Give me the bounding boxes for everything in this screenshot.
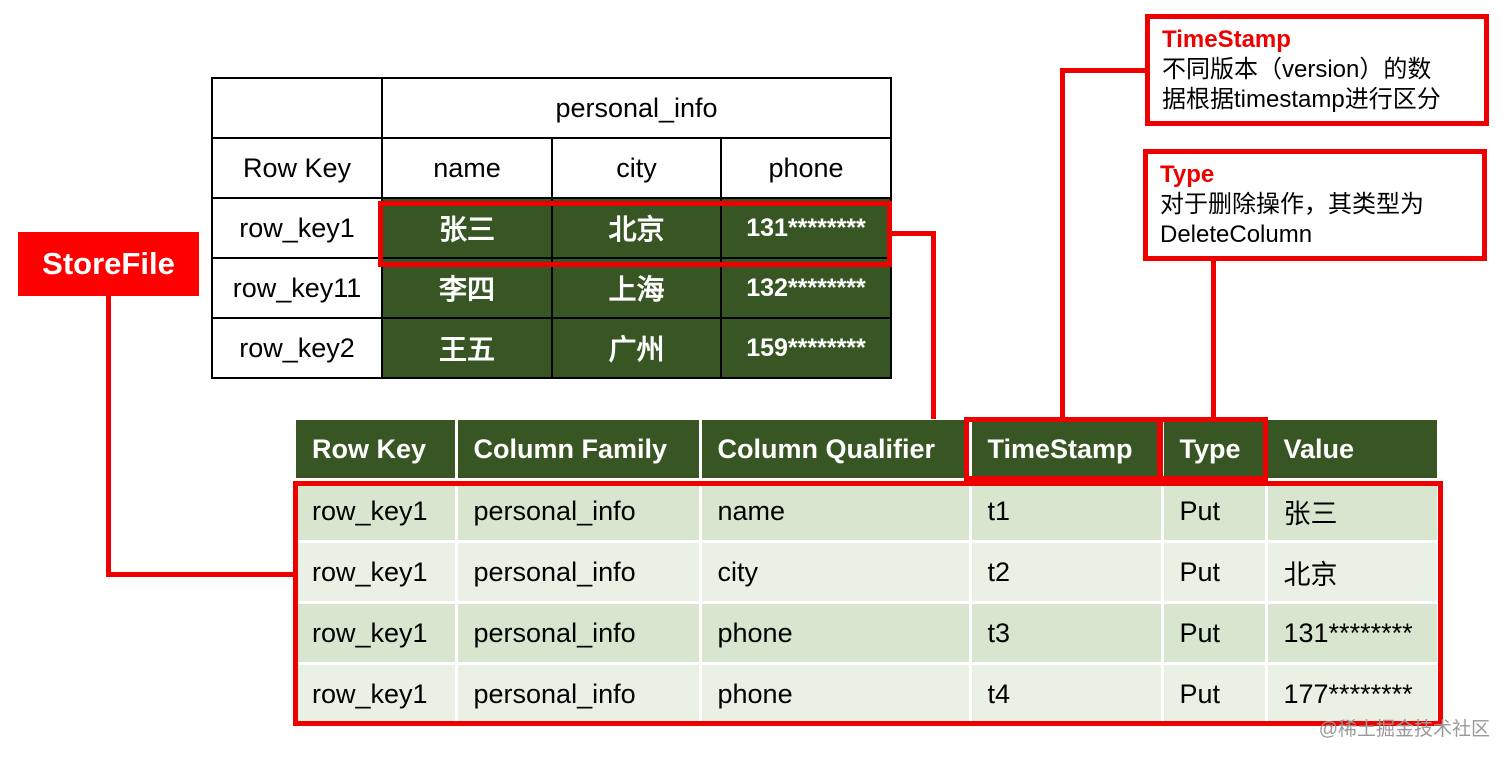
storefile-label: StoreFile <box>18 232 199 296</box>
watermark: @稀土掘金技术社区 <box>1318 719 1490 740</box>
row-key-cell: row_key2 <box>211 317 383 379</box>
cell-row-key: row_key1 <box>296 602 458 665</box>
connector-timestamp <box>1060 68 1065 418</box>
connector-type <box>1211 258 1216 418</box>
header-row-key: Row Key <box>296 420 458 482</box>
column-header-name: name <box>381 137 553 199</box>
timestamp-callout-title: TimeStamp <box>1162 26 1291 53</box>
cell-type: Put <box>1162 541 1268 604</box>
city-cell: 北京 <box>551 197 722 259</box>
cell-value: 张三 <box>1266 480 1440 543</box>
cell-timestamp: t4 <box>970 663 1164 726</box>
cell-column-family: personal_info <box>456 602 702 665</box>
timestamp-header-highlight <box>964 417 1162 481</box>
storefile-table: Row Key Column Family Column Qualifier T… <box>296 420 1440 726</box>
column-family-header: personal_info <box>381 77 892 139</box>
type-callout: Type 对于删除操作，其类型为 DeleteColumn <box>1143 149 1487 261</box>
header-column-family: Column Family <box>456 420 702 482</box>
city-cell: 上海 <box>551 257 722 319</box>
phone-cell: 131******** <box>720 197 892 259</box>
connector-row-to-table <box>931 231 936 419</box>
header-value: Value <box>1266 420 1440 482</box>
connector-storefile <box>106 294 111 576</box>
table-header-row: Row Key Column Family Column Qualifier T… <box>296 420 1440 482</box>
name-cell: 张三 <box>381 197 553 259</box>
cell-value: 131******** <box>1266 602 1440 665</box>
city-cell: 广州 <box>551 317 722 379</box>
cell-column-family: personal_info <box>456 541 702 604</box>
table-row: row_key1 personal_info phone t4 Put 177*… <box>296 663 1440 726</box>
cell-type: Put <box>1162 480 1268 543</box>
column-header-phone: phone <box>720 137 892 199</box>
cell-column-qualifier: city <box>700 541 972 604</box>
timestamp-callout: TimeStamp 不同版本（version）的数 据根据timestamp进行… <box>1145 14 1489 126</box>
empty-corner-cell <box>211 77 383 139</box>
table-row: personal_info <box>211 77 892 139</box>
table-row: row_key1 personal_info phone t3 Put 131*… <box>296 602 1440 665</box>
type-header-highlight <box>1158 417 1268 481</box>
cell-timestamp: t3 <box>970 602 1164 665</box>
name-cell: 王五 <box>381 317 553 379</box>
table-row: row_key2 王五 广州 159******** <box>211 317 892 379</box>
cell-timestamp: t2 <box>970 541 1164 604</box>
table-row: row_key11 李四 上海 132******** <box>211 257 892 319</box>
connector-row-to-table <box>890 231 936 236</box>
storefile-rows-highlight <box>293 481 1443 726</box>
cell-column-qualifier: phone <box>700 663 972 726</box>
cell-row-key: row_key1 <box>296 541 458 604</box>
cell-column-qualifier: phone <box>700 602 972 665</box>
name-cell: 李四 <box>381 257 553 319</box>
cell-column-qualifier: name <box>700 480 972 543</box>
phone-cell: 132******** <box>720 257 892 319</box>
connector-timestamp <box>1060 68 1148 73</box>
phone-cell: 159******** <box>720 317 892 379</box>
row-key-cell: row_key1 <box>211 197 383 259</box>
row-key-cell: row_key11 <box>211 257 383 319</box>
cell-value: 177******** <box>1266 663 1440 726</box>
timestamp-callout-line2: 据根据timestamp进行区分 <box>1162 86 1441 113</box>
cell-column-family: personal_info <box>456 480 702 543</box>
logical-table: personal_info Row Key name city phone ro… <box>211 77 892 379</box>
type-callout-line1: 对于删除操作，其类型为 <box>1160 191 1424 218</box>
cell-column-family: personal_info <box>456 663 702 726</box>
type-callout-title: Type <box>1160 161 1215 188</box>
timestamp-callout-line1: 不同版本（version）的数 <box>1162 56 1432 83</box>
header-column-qualifier: Column Qualifier <box>700 420 972 482</box>
column-header-city: city <box>551 137 722 199</box>
cell-row-key: row_key1 <box>296 480 458 543</box>
table-row: Row Key name city phone <box>211 137 892 199</box>
header-type: Type <box>1162 420 1268 482</box>
type-callout-line2: DeleteColumn <box>1160 221 1313 248</box>
row-key-header: Row Key <box>211 137 383 199</box>
table-row: row_key1 personal_info name t1 Put 张三 <box>296 480 1440 543</box>
cell-type: Put <box>1162 602 1268 665</box>
table-row: row_key1 personal_info city t2 Put 北京 <box>296 541 1440 604</box>
row-key1-highlight <box>378 201 892 267</box>
cell-value: 北京 <box>1266 541 1440 604</box>
cell-row-key: row_key1 <box>296 663 458 726</box>
table-row: row_key1 张三 北京 131******** <box>211 197 892 259</box>
connector-storefile <box>106 572 294 577</box>
cell-timestamp: t1 <box>970 480 1164 543</box>
